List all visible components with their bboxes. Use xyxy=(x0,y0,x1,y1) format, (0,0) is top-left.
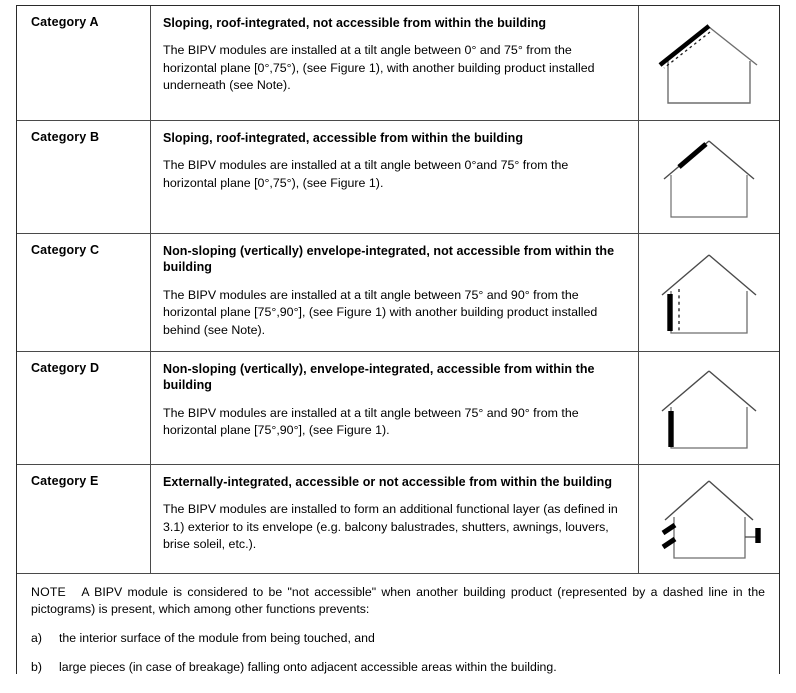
note-label: NOTE xyxy=(31,585,66,599)
category-name: Category E xyxy=(31,474,99,488)
house-wall-module-icon xyxy=(661,370,757,449)
note-list-item: a) the interior surface of the module fr… xyxy=(31,630,765,647)
note-item-marker: b) xyxy=(31,660,42,675)
house-roof-left-module-dashed-icon xyxy=(658,24,758,104)
note-item-text: large pieces (in case of breakage) falli… xyxy=(59,660,557,675)
category-description-cell: Sloping, roof-integrated, not accessible… xyxy=(151,6,639,120)
category-name: Category C xyxy=(31,243,100,257)
note-list-item: b) large pieces (in case of breakage) fa… xyxy=(31,659,765,676)
category-name: Category D xyxy=(31,361,100,375)
bipv-category-table: Category A Sloping, roof-integrated, not… xyxy=(16,5,780,693)
category-name: Category B xyxy=(31,130,100,144)
category-heading: Externally-integrated, accessible or not… xyxy=(163,475,613,489)
table-row: Category D Non-sloping (vertically), env… xyxy=(17,352,779,465)
category-label-cell: Category B xyxy=(17,121,151,233)
note-block: NOTE A BIPV module is considered to be "… xyxy=(17,574,779,693)
table-row: Category E Externally-integrated, access… xyxy=(17,465,779,574)
category-label-cell: Category C xyxy=(17,234,151,351)
category-heading: Non-sloping (vertically), envelope-integ… xyxy=(163,362,595,393)
category-pictogram-cell xyxy=(639,352,779,464)
category-heading: Non-sloping (vertically) envelope-integr… xyxy=(163,244,615,275)
house-external-louvers-awning-icon xyxy=(661,480,761,559)
note-item-marker: a) xyxy=(31,630,42,645)
category-description-cell: Externally-integrated, accessible or not… xyxy=(151,465,639,573)
category-pictogram-cell xyxy=(639,6,779,120)
category-body: The BIPV modules are installed at a tilt… xyxy=(163,43,595,93)
category-description-cell: Non-sloping (vertically), envelope-integ… xyxy=(151,352,639,464)
house-wall-module-dashed-icon xyxy=(661,253,757,334)
category-pictogram-cell xyxy=(639,121,779,233)
category-description-cell: Non-sloping (vertically) envelope-integr… xyxy=(151,234,639,351)
category-body: The BIPV modules are installed at a tilt… xyxy=(163,287,598,337)
category-body: The BIPV modules are installed at a tilt… xyxy=(163,405,579,438)
category-heading: Sloping, roof-integrated, accessible fro… xyxy=(163,131,524,145)
category-label-cell: Category E xyxy=(17,465,151,573)
category-body: The BIPV modules are installed at a tilt… xyxy=(163,158,569,190)
table-row: Category C Non-sloping (vertically) enve… xyxy=(17,234,779,352)
category-pictogram-cell xyxy=(639,234,779,351)
note-paragraph-text: A BIPV module is considered to be "not a… xyxy=(31,585,765,617)
note-paragraph: NOTE A BIPV module is considered to be "… xyxy=(31,584,765,619)
table-row: Category A Sloping, roof-integrated, not… xyxy=(17,6,779,121)
category-heading: Sloping, roof-integrated, not accessible… xyxy=(163,16,547,30)
category-pictogram-cell xyxy=(639,465,779,573)
house-roof-left-module-icon xyxy=(663,140,755,218)
category-label-cell: Category A xyxy=(17,6,151,120)
category-name: Category A xyxy=(31,15,99,29)
note-item-text: the interior surface of the module from … xyxy=(59,630,375,645)
table-row: Category B Sloping, roof-integrated, acc… xyxy=(17,121,779,234)
category-body: The BIPV modules are installed to form a… xyxy=(163,502,618,552)
category-description-cell: Sloping, roof-integrated, accessible fro… xyxy=(151,121,639,233)
category-label-cell: Category D xyxy=(17,352,151,464)
